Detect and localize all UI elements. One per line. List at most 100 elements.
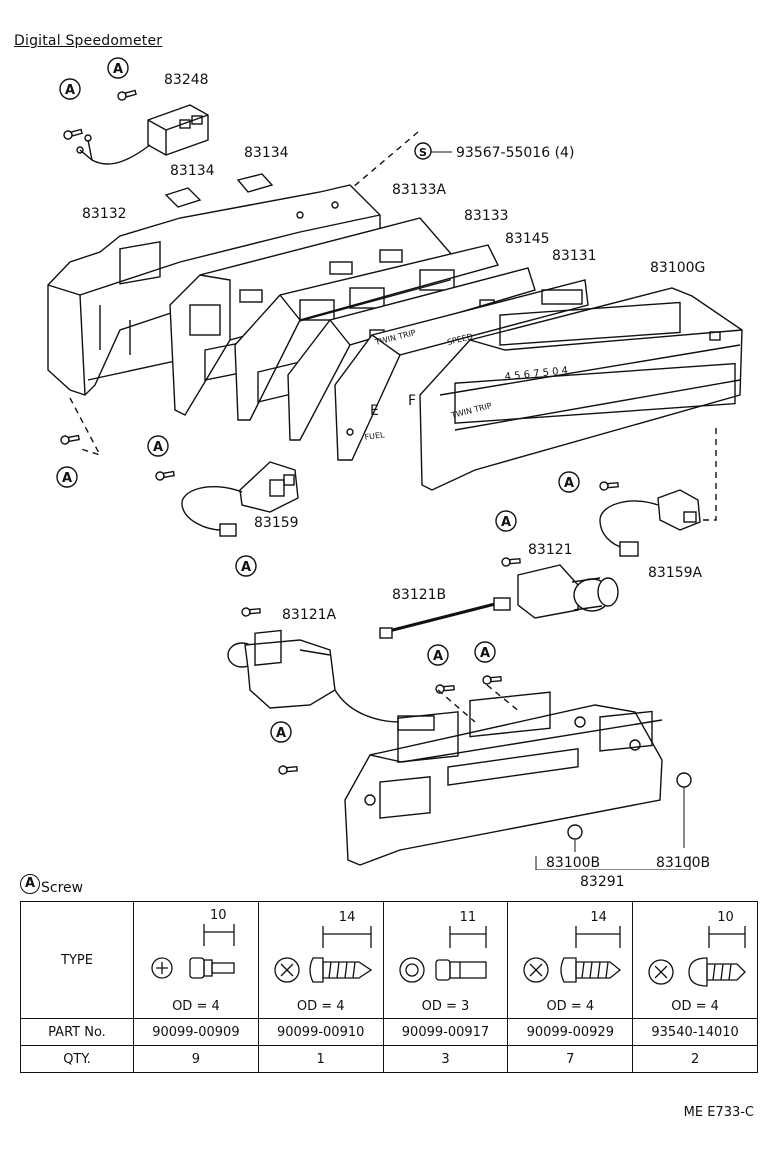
- svg-text:S: S: [419, 146, 427, 159]
- pad-83134-right: [236, 173, 274, 193]
- row-label-part: PART No.: [20, 1018, 134, 1046]
- screw-marker-1: A: [107, 57, 129, 79]
- svg-text:A: A: [241, 560, 251, 575]
- callout-83100B-left: 83100B: [546, 855, 600, 870]
- svg-text:A: A: [501, 515, 511, 530]
- callout-93567: 93567-55016 (4): [456, 145, 574, 161]
- part-number-3: 90099-00917: [382, 1018, 509, 1046]
- qty-2: 1: [257, 1045, 384, 1073]
- screw-od-2: OD = 4: [296, 999, 345, 1014]
- callout-83121A: 83121A: [282, 607, 337, 623]
- callout-83134-a: 83134: [170, 163, 215, 179]
- screw-length-5: 10: [717, 910, 734, 925]
- table-row-type: TYPE 10 OD = 4: [20, 901, 758, 1019]
- part-number-4: 90099-00929: [507, 1018, 634, 1046]
- table-row-qty: QTY. 9 1 3 7 2: [20, 1045, 758, 1073]
- motor-83121: [517, 564, 619, 619]
- screw-marker-8: A: [427, 644, 449, 666]
- part-number-5: 93540-14010: [632, 1018, 758, 1046]
- qty-5: 2: [632, 1045, 758, 1073]
- leader-lines: [431, 151, 691, 870]
- screw-legend-mark: A: [20, 874, 40, 894]
- screw-type-cell-5: 10 OD = 4: [632, 901, 758, 1019]
- callout-83100G: 83100G: [650, 260, 705, 276]
- circuit-board-83291: [344, 691, 663, 866]
- callout-83133: 83133: [464, 208, 509, 224]
- row-label-qty: QTY.: [20, 1045, 134, 1073]
- svg-text:F: F: [408, 393, 416, 409]
- screw-marker-4: A: [147, 435, 169, 457]
- svg-text:E: E: [370, 403, 379, 419]
- callout-83159A: 83159A: [648, 565, 703, 581]
- screw-marker-group: A A A A A A A A A A S: [56, 57, 580, 743]
- svg-text:A: A: [480, 646, 490, 661]
- screw-marker-2: A: [59, 78, 81, 100]
- screw-drawing-3: [398, 926, 487, 983]
- callout-83100B-right: 83100B: [656, 855, 710, 870]
- callout-83248: 83248: [164, 72, 209, 88]
- screw-drawing-1: [151, 924, 235, 979]
- callout-83121B: 83121B: [392, 587, 446, 603]
- callout-83159: 83159: [254, 515, 299, 531]
- page-title: Digital Speedometer: [14, 33, 163, 49]
- svg-text:FUEL: FUEL: [364, 430, 386, 442]
- service-marker: S: [414, 142, 432, 160]
- svg-text:A: A: [62, 471, 72, 486]
- screw-od-1: OD = 4: [172, 999, 220, 1014]
- lens-83100G: 4 5 6 7 5 0 4 TWIN TRIP: [419, 287, 743, 491]
- exploded-diagram: A A A A A A A A A A S: [47, 57, 743, 870]
- screw-drawing-2: [274, 926, 372, 983]
- connector-83248: [76, 104, 209, 165]
- qty-3: 3: [382, 1045, 509, 1073]
- faceplate-83131: TWIN TRIP SPEED E F FUEL: [334, 279, 589, 461]
- cable-83121B: [379, 597, 511, 639]
- screw-drawing-5: [648, 926, 747, 987]
- screw-type-cell-2: 14 OD = 4: [257, 901, 384, 1019]
- bulb-83100B-right: [676, 772, 692, 788]
- screw-icons: [60, 89, 619, 775]
- screw-marker-7: A: [235, 555, 257, 577]
- screw-od-3: OD = 3: [421, 999, 470, 1014]
- screw-type-cell-4: 14 OD = 4: [507, 901, 634, 1019]
- callout-83131: 83131: [552, 248, 597, 264]
- part-number-1: 90099-00909: [133, 1018, 259, 1046]
- screw-table: TYPE 10 OD = 4: [20, 901, 758, 1073]
- svg-text:A: A: [113, 62, 123, 77]
- screw-type-cell-3: 11 OD = 3: [382, 901, 509, 1019]
- sensor-83121A: [227, 629, 435, 731]
- screw-marker-6: A: [495, 510, 517, 532]
- screw-marker-5: A: [558, 471, 580, 493]
- screw-length-2: 14: [338, 910, 356, 925]
- pad-83134-left: [164, 187, 202, 208]
- callout-83134-b: 83134: [244, 145, 289, 161]
- switch-83159A: [599, 489, 701, 557]
- screw-od-4: OD = 4: [546, 999, 595, 1014]
- part-number-2: 90099-00910: [257, 1018, 384, 1046]
- screw-length-4: 14: [590, 910, 607, 925]
- screw-marker-3: A: [56, 466, 78, 488]
- figure-code: ME E733-C: [683, 1105, 754, 1120]
- table-row-part: PART No. 90099-00909 90099-00910 90099-0…: [20, 1018, 758, 1046]
- qty-1: 9: [133, 1045, 259, 1073]
- svg-text:A: A: [564, 476, 574, 491]
- screw-marker-10: A: [270, 721, 292, 743]
- screw-length-3: 11: [459, 910, 477, 925]
- qty-4: 7: [507, 1045, 634, 1073]
- svg-text:A: A: [153, 440, 163, 455]
- callout-83121: 83121: [528, 542, 573, 558]
- switch-83159: [181, 461, 299, 537]
- screw-od-5: OD = 4: [671, 999, 719, 1014]
- screw-legend-label: Screw: [41, 880, 84, 896]
- callout-83133A: 83133A: [392, 182, 447, 198]
- row-label-type: TYPE: [20, 901, 134, 1019]
- callout-83291: 83291: [580, 874, 625, 890]
- svg-text:A: A: [65, 83, 75, 98]
- svg-text:A: A: [276, 726, 286, 741]
- screw-drawing-4: [523, 926, 622, 983]
- screw-marker-9: A: [474, 641, 496, 663]
- screw-length-1: 10: [210, 908, 227, 923]
- bulb-83100B-left: [567, 824, 583, 840]
- screw-type-cell-1: 10 OD = 4: [133, 901, 259, 1019]
- part-callouts: 83248 83134 83134 93567-55016 (4) 83133A…: [82, 72, 710, 870]
